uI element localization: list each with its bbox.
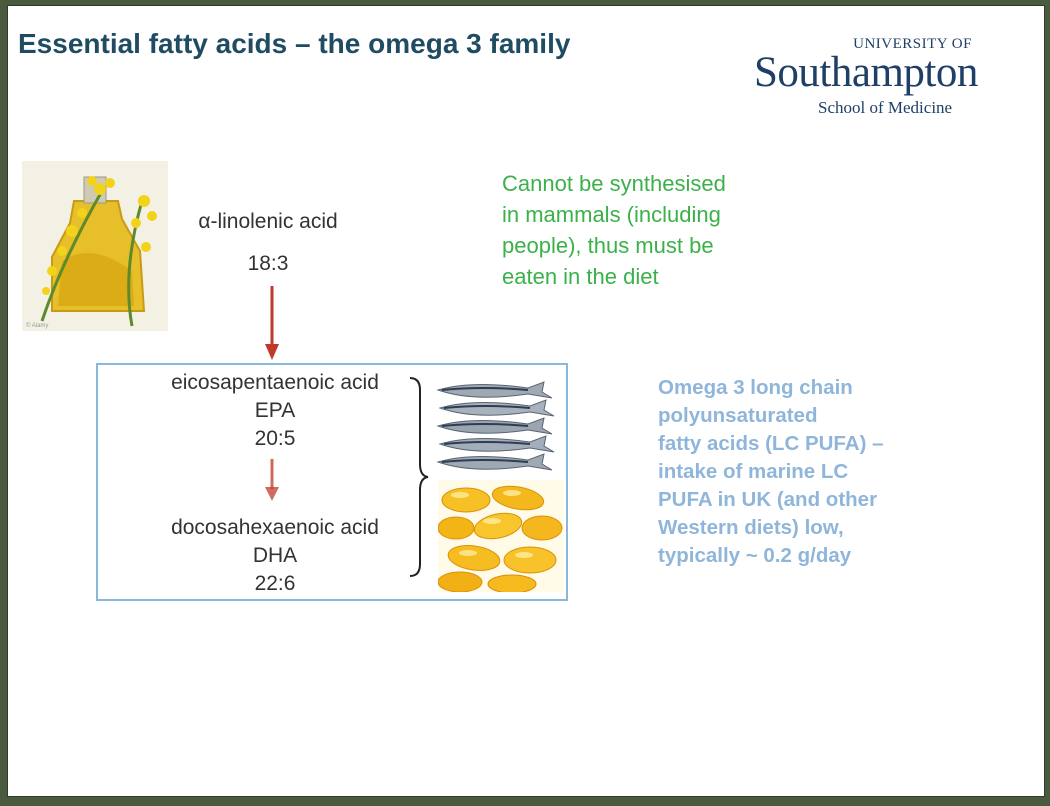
ala-ratio: 18:3 (247, 252, 289, 275)
slide-title: Essential fatty acids – the omega 3 fami… (18, 28, 571, 59)
logo-line-university-of: UNIVERSITY OF (853, 36, 972, 52)
logo-line-southampton: Southampton (754, 49, 978, 96)
arrow-epa-to-dha (265, 459, 279, 501)
synthesis-note-line: Cannot be synthesised (502, 171, 726, 196)
synthesis-note-line: eaten in the diet (502, 264, 659, 289)
photo-credit: © Alamy (26, 322, 48, 329)
university-logo: UNIVERSITY OF Southampton School of Medi… (752, 36, 1012, 126)
rapeseed-oil-photo: © Alamy (22, 161, 168, 331)
fish-oil-capsules-photo (437, 480, 564, 594)
brace-icon (409, 377, 429, 577)
intake-note-line: Western diets) low, (658, 516, 844, 539)
intake-note-line: Omega 3 long chain (658, 376, 853, 399)
logo-line-school: School of Medicine (818, 98, 953, 117)
sardines-photo (432, 372, 556, 476)
lc-pufa-box (96, 363, 568, 601)
intake-note-line: typically ~ 0.2 g/day (658, 544, 852, 567)
epa-ratio: 20:5 (254, 427, 296, 450)
dha-ratio: 22:6 (254, 572, 296, 595)
dha-name: docosahexaenoic acid (171, 516, 379, 539)
arrow-ala-to-epa (265, 286, 279, 360)
synthesis-note: Cannot be synthesised in mammals (includ… (502, 168, 802, 292)
dha-abbr: DHA (252, 544, 298, 567)
ala-name: α-linolenic acid (198, 210, 338, 233)
intake-note-line: polyunsaturated (658, 404, 818, 427)
intake-note-line: intake of marine LC (658, 460, 849, 483)
synthesis-note-line: people), thus must be (502, 233, 714, 258)
epa-name: eicosapentaenoic acid (171, 371, 379, 394)
intake-note-line: PUFA in UK (and other (658, 488, 878, 511)
intake-note: Omega 3 long chain polyunsaturated fatty… (658, 374, 958, 570)
slide: Essential fatty acids – the omega 3 fami… (8, 6, 1044, 796)
epa-abbr: EPA (254, 399, 296, 422)
intake-note-line: fatty acids (LC PUFA) – (658, 432, 884, 455)
synthesis-note-line: in mammals (including (502, 202, 721, 227)
